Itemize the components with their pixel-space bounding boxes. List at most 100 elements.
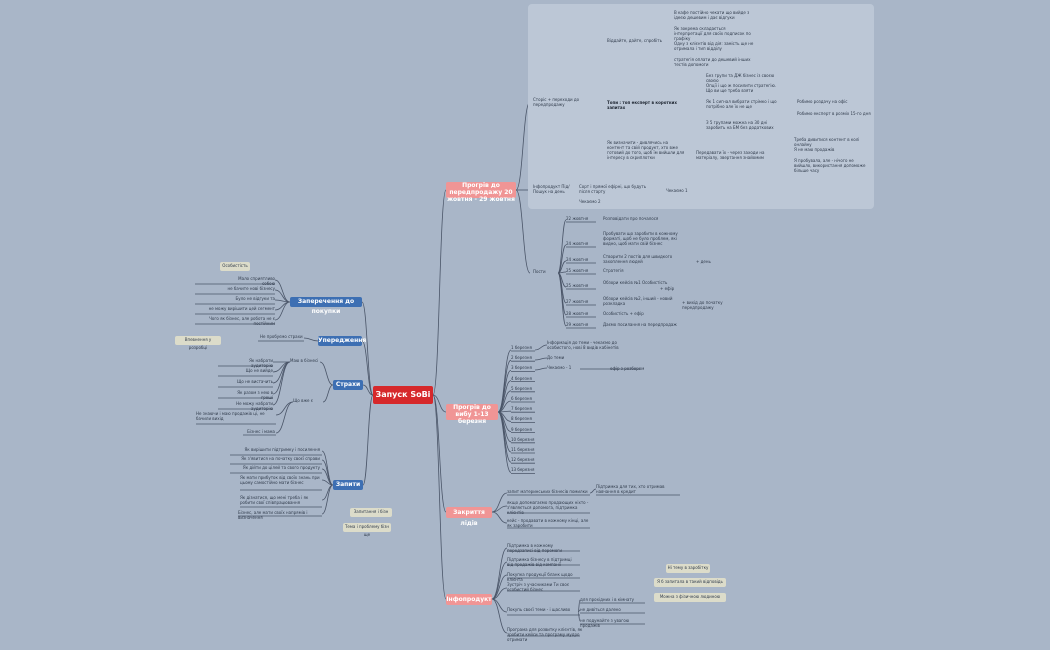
- top-item[interactable]: З 5 групами можна на 30 дні заробить на …: [706, 120, 774, 130]
- objection-item[interactable]: Чого як бізнес, але робота не є постійни…: [209, 316, 275, 326]
- posts-group[interactable]: Пости: [533, 269, 546, 274]
- show-item[interactable]: стратегія оплати до дешевий інших тестів…: [674, 57, 751, 67]
- post-date[interactable]: 28 жовтня: [566, 311, 589, 316]
- show-item[interactable]: В кафе постійно чекати що вийде з ідеєю …: [674, 10, 750, 20]
- fear-item[interactable]: Бізнес і мама: [247, 429, 275, 434]
- post-date[interactable]: 24 жовтня: [566, 257, 589, 262]
- branch-infoproducts[interactable]: Інфопродукт: [446, 594, 492, 605]
- choice-date[interactable]: 4 березня: [511, 375, 532, 381]
- show-item[interactable]: Як зокрема складається інтерпретації для…: [674, 26, 751, 41]
- closing-item[interactable]: якщо допомагаємо продающих ніхто - з'явл…: [507, 500, 589, 515]
- request-item[interactable]: Як вирішити підтримку і посилення: [244, 447, 320, 452]
- objection-item[interactable]: Було не відгуки та: [235, 296, 275, 301]
- post-text[interactable]: Розповідати про почалося: [603, 216, 659, 221]
- choice-date[interactable]: 9 березня: [511, 426, 532, 432]
- choice-date[interactable]: 3 березня: [511, 365, 532, 371]
- branch-fears[interactable]: Страхи: [333, 380, 363, 390]
- branch-closing[interactable]: Закриття лідів: [446, 507, 492, 527]
- info-product-item[interactable]: Програма для розвитку клієнтів, як зроби…: [507, 627, 583, 642]
- branch-before-presale[interactable]: Прогрів до передпродажу 20 жовтня - 29 ж…: [446, 182, 516, 203]
- choice-d3[interactable]: Чекаємо - 1: [547, 365, 572, 370]
- request-item[interactable]: Бізнес, але мати своїх напрямів і визнач…: [238, 510, 308, 520]
- fears-group-2[interactable]: Що вже є: [293, 398, 313, 403]
- post-text[interactable]: Обзори кейсів №1 Особистість: [603, 280, 668, 285]
- choice-date[interactable]: 6 березня: [511, 396, 532, 401]
- closing-item[interactable]: запит материнських бізнесів помилки: [507, 489, 588, 494]
- right-note[interactable]: Ні тему в заробітку: [666, 564, 710, 573]
- waiting-1[interactable]: Чекаємо 1: [666, 188, 688, 193]
- top-title[interactable]: Топи : топ експерт в коротких запитах: [607, 100, 677, 110]
- post-text[interactable]: Стратегія: [603, 268, 624, 273]
- info-product-item[interactable]: Підтримка в кожному передзаписі від пере…: [507, 543, 562, 553]
- info-product-item[interactable]: Підтримка бізнесу в підтримці від продаж…: [507, 557, 572, 567]
- info-product-item[interactable]: Покупь своєї теми - і щасливо: [507, 607, 571, 612]
- root-node[interactable]: Запуск SoBi: [373, 386, 433, 404]
- presale-stories[interactable]: Сторіс + переходи до передпродажу: [533, 97, 580, 107]
- transfer-node[interactable]: Передавати їх - через заходи на матеріал…: [696, 150, 765, 160]
- request-note[interactable]: Тема і проблему бізн ще: [343, 523, 391, 537]
- info-item-2[interactable]: Чекаємо 2: [579, 199, 601, 204]
- choice-d2[interactable]: До теми: [547, 355, 565, 360]
- fear-item[interactable]: Що не вийде: [245, 368, 273, 373]
- objection-item[interactable]: не бачите нові бізнесу: [227, 286, 275, 291]
- choice-date[interactable]: 11 березня: [511, 447, 535, 452]
- info-sub[interactable]: не подумайте з увагою продажів: [580, 618, 630, 628]
- post-date[interactable]: 25 жовтня: [566, 268, 589, 273]
- choice-date[interactable]: 2 березня: [511, 355, 532, 361]
- post-text[interactable]: Пробувати що заробити в кожному форматі,…: [603, 231, 678, 246]
- info-item[interactable]: Сорт і прямої ефірні, що будуть після ст…: [579, 184, 647, 194]
- top-item[interactable]: Опції і що ж посилити стратегію. Що ви щ…: [706, 83, 777, 93]
- top-sub[interactable]: Робимо роздачу на офіс: [797, 99, 848, 104]
- transfer-item[interactable]: Я пробувала, але - нічого не вийшло, вик…: [794, 158, 866, 173]
- post-date[interactable]: 22 жовтня: [566, 216, 589, 221]
- right-note[interactable]: Я б запитала в такий відповідь: [654, 578, 726, 587]
- request-item[interactable]: Як дійти до цілей та свого продукту: [242, 465, 320, 470]
- post-date[interactable]: 27 жовтня: [566, 299, 589, 304]
- choice-date[interactable]: 13 березня: [511, 467, 535, 473]
- belief-item[interactable]: Не пробуємо страхи: [260, 334, 303, 339]
- transfer-item[interactable]: Я не маю продажів: [794, 147, 835, 152]
- info-sub[interactable]: не дивіться далеко: [580, 607, 621, 612]
- fear-item[interactable]: Що не вистачить: [236, 379, 273, 384]
- belief-note[interactable]: Впевнення у розробці: [175, 336, 221, 350]
- sources-text[interactable]: Як визначити - дивлячись на контент та с…: [607, 140, 685, 160]
- top-item[interactable]: Без групи та ДЖ бізнес із своєю своєю: [706, 73, 775, 83]
- transfer-item[interactable]: Треба дивитися контент в колі онлайну: [794, 137, 860, 147]
- fears-group-1[interactable]: Маю в бізнесі: [290, 358, 319, 363]
- info-group[interactable]: Інфопродукт Під/ Пошук на день: [533, 184, 570, 194]
- top-item[interactable]: Як 1 сигнал вибрати стрімко і що потрібн…: [706, 99, 777, 109]
- post-date[interactable]: 24 жовтня: [566, 241, 589, 246]
- objection-note[interactable]: Особистість: [220, 262, 250, 271]
- choice-date[interactable]: 8 березня: [511, 416, 532, 422]
- show-group[interactable]: Віддайте, дайте, спробіть: [607, 38, 662, 43]
- choice-date[interactable]: 7 березня: [511, 406, 532, 412]
- choice-date[interactable]: 10 березня: [511, 436, 535, 442]
- request-item[interactable]: Як з'явитися на початку своєї справи: [241, 456, 320, 461]
- objection-item[interactable]: не можу вирішити цей сегмент: [208, 306, 275, 311]
- branch-requests[interactable]: Запити: [333, 480, 363, 490]
- fear-item[interactable]: Не знаючи і маю продажів ці, не бачили в…: [196, 411, 265, 421]
- info-product-item[interactable]: Покупка продукції бланк щодо клієнта: [507, 572, 573, 582]
- info-product-item[interactable]: Зустріч з учасниками Ти своє особистий б…: [507, 582, 570, 592]
- objection-item[interactable]: Мало сприятливо собою: [238, 276, 275, 286]
- post-date[interactable]: 29 жовтня: [566, 322, 589, 327]
- choice-date[interactable]: 5 березня: [511, 385, 532, 391]
- request-item[interactable]: Як дізнатися, що мені треба і як робити …: [240, 495, 309, 505]
- show-item[interactable]: Одну з клієнтів від дія: замість ще не о…: [674, 41, 754, 51]
- fear-item[interactable]: Не можу набрати аудиторію: [236, 401, 273, 411]
- branch-beliefs[interactable]: Упередження: [318, 336, 367, 346]
- post-text[interactable]: Обзори кейсів №2, інший - новий розкладк…: [603, 296, 673, 306]
- info-sub[interactable]: для прохідних і в кімнату: [580, 597, 635, 602]
- branch-before-choice[interactable]: Прогрів до вибу 1-13 березня: [446, 404, 498, 425]
- post-text[interactable]: Особистість + ефір: [603, 311, 644, 316]
- fear-item[interactable]: Як разом з нею в гроші: [237, 390, 273, 400]
- top-sub[interactable]: Робимо експерт в розміх 15-го дня: [797, 111, 871, 116]
- right-note[interactable]: Можна з фізичною людиною: [654, 593, 726, 602]
- closing-item[interactable]: кейс - продавати в кожному кінці, але як…: [507, 518, 589, 528]
- request-note[interactable]: Запитання і бізн: [350, 508, 392, 517]
- choice-date[interactable]: 12 березня: [511, 457, 535, 463]
- fear-item[interactable]: Як набрати аудиторію: [249, 358, 273, 368]
- branch-objections[interactable]: Заперечення до покупки: [290, 297, 362, 315]
- choice-d3b[interactable]: ефір з розбором: [610, 366, 645, 371]
- post-text[interactable]: Даємо посилання на передпродаж: [603, 322, 677, 327]
